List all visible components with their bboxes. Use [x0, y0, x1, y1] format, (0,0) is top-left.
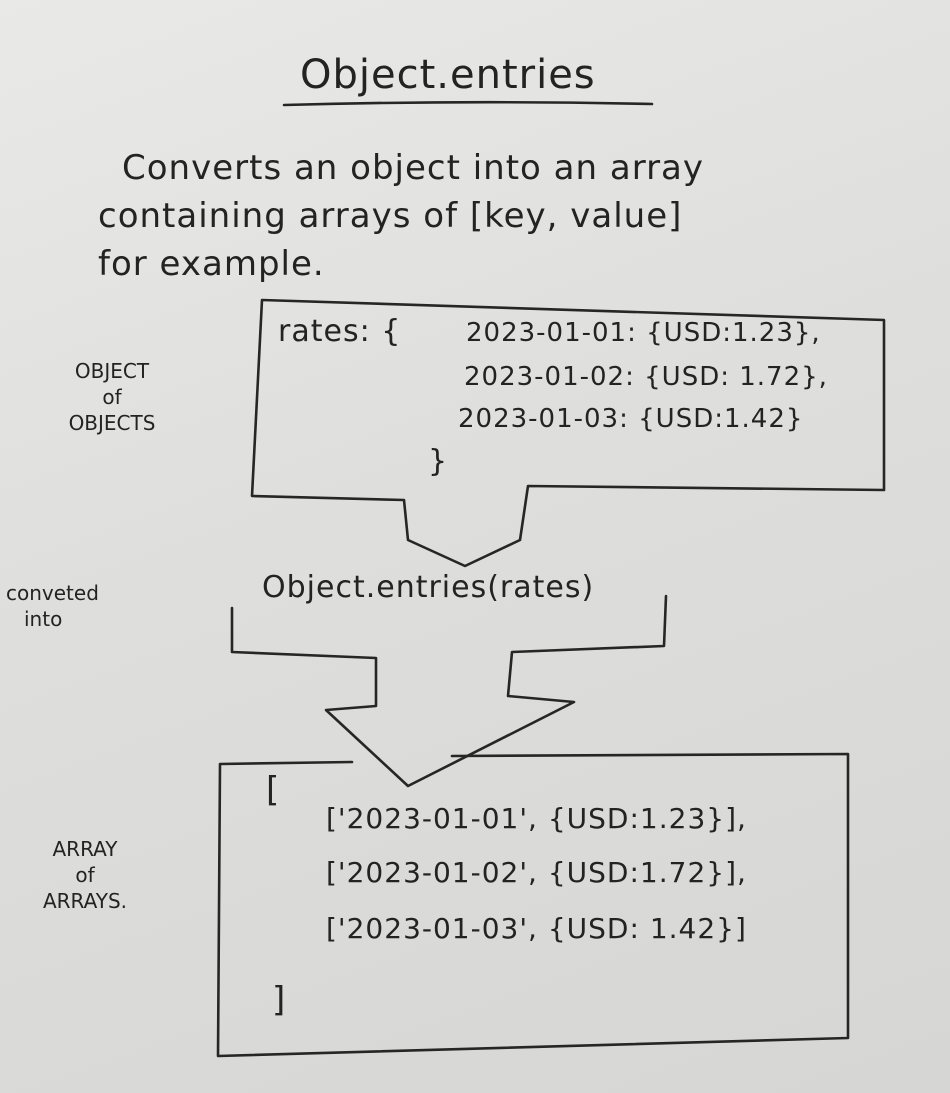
label-converted-into: conveted into — [6, 580, 146, 632]
intro-line-3: for example. — [98, 244, 325, 284]
object-box-outline — [250, 298, 886, 568]
intro-line-2: containing arrays of [key, value] — [98, 196, 683, 236]
object-row-1: 2023-01-01: {USD:1.23}, — [466, 318, 821, 348]
label-word: ARRAY — [52, 837, 118, 861]
array-close: ] — [272, 980, 287, 1020]
intro-line-1: Converts an object into an array — [122, 148, 705, 188]
label-array-of-arrays: ARRAY of ARRAYS. — [20, 836, 150, 914]
page-title: Object.entries — [300, 52, 596, 98]
label-word: OBJECTS — [68, 411, 156, 435]
label-word: into — [24, 607, 63, 631]
array-box-outline — [216, 752, 850, 1058]
object-close: } — [428, 444, 449, 479]
label-word: of — [75, 863, 95, 887]
array-open: [ — [266, 770, 281, 810]
object-row-3: 2023-01-03: {USD:1.42} — [458, 404, 804, 434]
label-word: OBJECT — [74, 359, 150, 383]
conversion-label: Object.entries(rates) — [262, 570, 595, 605]
object-row-2: 2023-01-02: {USD: 1.72}, — [464, 362, 828, 392]
object-open: rates: { — [278, 314, 402, 349]
array-row-1: ['2023-01-01', {USD:1.23}], — [326, 802, 747, 835]
array-row-3: ['2023-01-03', {USD: 1.42}] — [326, 912, 747, 945]
label-word: conveted — [6, 581, 99, 605]
label-object-of-objects: OBJECT of OBJECTS — [52, 358, 172, 436]
label-word: ARRAYS. — [42, 889, 128, 913]
array-row-2: ['2023-01-02', {USD:1.72}], — [326, 856, 747, 889]
label-word: of — [102, 385, 122, 409]
conversion-arrow-outline — [230, 594, 668, 788]
title-underline — [282, 100, 654, 107]
